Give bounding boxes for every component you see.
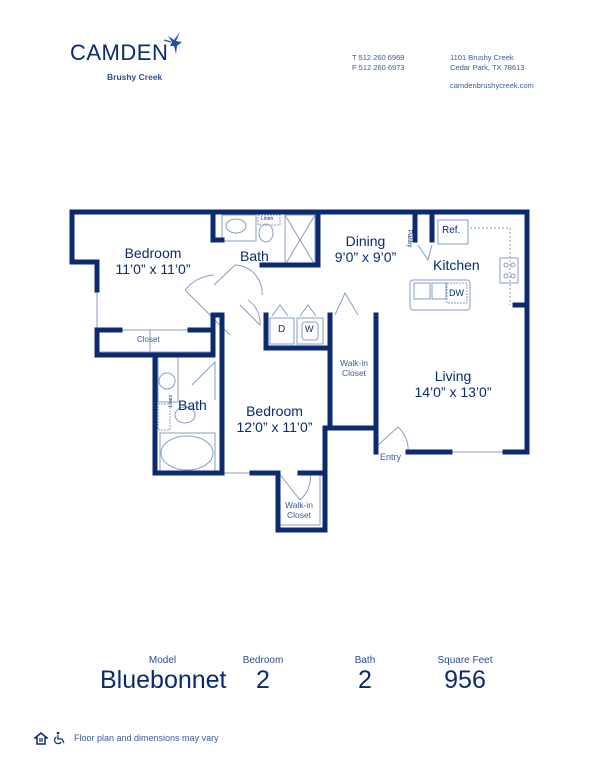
fixture-washer: W [305,324,314,334]
phone-block: T 512 260 6969 F 512 260 6973 [352,53,405,73]
room-kitchen: Kitchen [433,257,480,273]
stat-bedroom: Bedroom 2 [228,655,298,694]
room-dims: 12’0” x 11’0” [236,419,313,435]
room-walkin2: Walk-in Closet [279,500,319,520]
fixture-linen1: Linen [261,216,274,222]
fixture-pantry: Pantry [406,230,412,248]
model-value: Bluebonnet [100,666,227,694]
stat-sqft: Square Feet 956 [425,655,505,694]
sqft-label: Square Feet [437,655,493,666]
room-name: Dining [345,233,386,249]
room-dims: 11’0” x 11’0” [115,261,191,277]
bath-label: Bath [354,655,376,666]
room-bedroom2: Bedroom 12’0” x 11’0” [222,403,327,435]
room-bedroom1: Bedroom 11’0” x 11’0” [108,245,198,277]
fixture-dryer: D [278,324,286,335]
fax-number: F 512 260 6973 [352,63,405,72]
room-bath1: Bath [240,248,269,264]
brand-name: CAMDEN [70,40,169,65]
address-line1: 1101 Brushy Creek [450,53,514,62]
walkin-label-line2: Closet [286,510,312,520]
room-closet1: Closet [137,335,160,344]
phone-number: T 512 260 6969 [352,53,405,62]
room-name: Bedroom [246,403,303,419]
hummingbird-icon [163,32,182,54]
address-line2: Cedar Park, TX 78613 [450,63,525,72]
room-living: Living 14’0” x 13’0” [398,368,508,400]
website-link[interactable]: camdenbrushycreek.com [450,81,534,90]
bedroom-value: 2 [256,666,270,694]
stat-model: Model Bluebonnet [100,655,227,694]
community-name: Brushy Creek [107,72,163,82]
bath-value: 2 [358,666,372,694]
fixture-dishwasher: DW [449,288,464,298]
bedroom-label: Bedroom [242,655,284,666]
footer: Floor plan and dimensions may vary [34,731,219,745]
fixture-ref: Ref. [442,225,461,236]
room-dining: Dining 9’0” x 9’0” [323,233,408,265]
room-dims: 9’0” x 9’0” [334,249,397,265]
room-name: Bedroom [124,245,182,261]
disclaimer-text: Floor plan and dimensions may vary [74,733,219,743]
model-label: Model [148,655,177,666]
equal-housing-icon [34,731,48,745]
fixture-linen2: Linen [168,394,174,407]
room-entry: Entry [380,452,402,462]
room-bath2: Bath [178,397,207,413]
accessibility-icon [54,731,65,745]
walkin-label-line2: Closet [341,368,367,378]
room-dims: 14’0” x 13’0” [414,384,492,400]
sqft-value: 956 [444,666,486,694]
room-walkin1: Walk-in Closet [334,358,374,378]
walkin-label-line1: Walk-in [339,358,369,368]
walkin-label-line1: Walk-in [284,500,314,510]
address-block: 1101 Brushy Creek Cedar Park, TX 78613 [450,53,525,73]
room-name: Living [434,368,472,384]
stat-bath: Bath 2 [335,655,395,694]
camden-logo: CAMDEN Brushy Creek [70,32,182,82]
